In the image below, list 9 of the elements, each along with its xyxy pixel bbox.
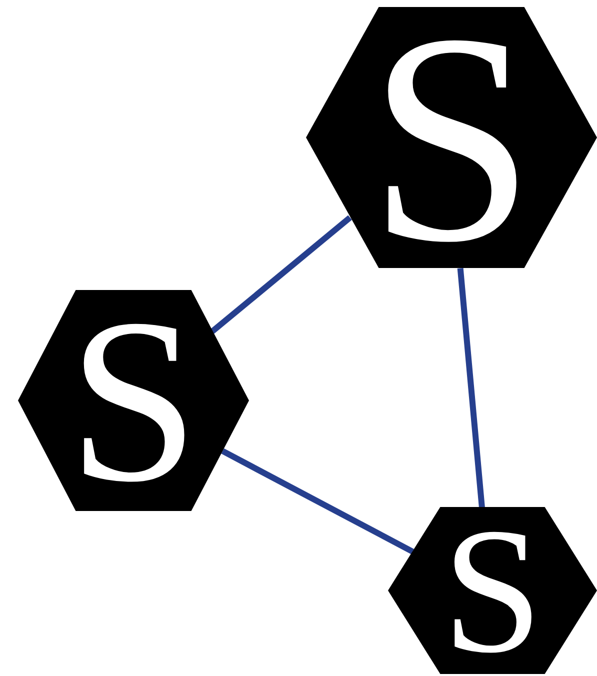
hexagon-node xyxy=(306,7,597,268)
node-letter: S xyxy=(441,500,544,676)
hexagon-node xyxy=(388,507,597,674)
node-letter: S xyxy=(367,0,536,288)
connector-line xyxy=(221,448,414,554)
connector-line xyxy=(210,215,352,334)
node-letter: S xyxy=(67,283,200,518)
connector-line xyxy=(457,268,485,508)
hexagon-node xyxy=(18,290,249,511)
